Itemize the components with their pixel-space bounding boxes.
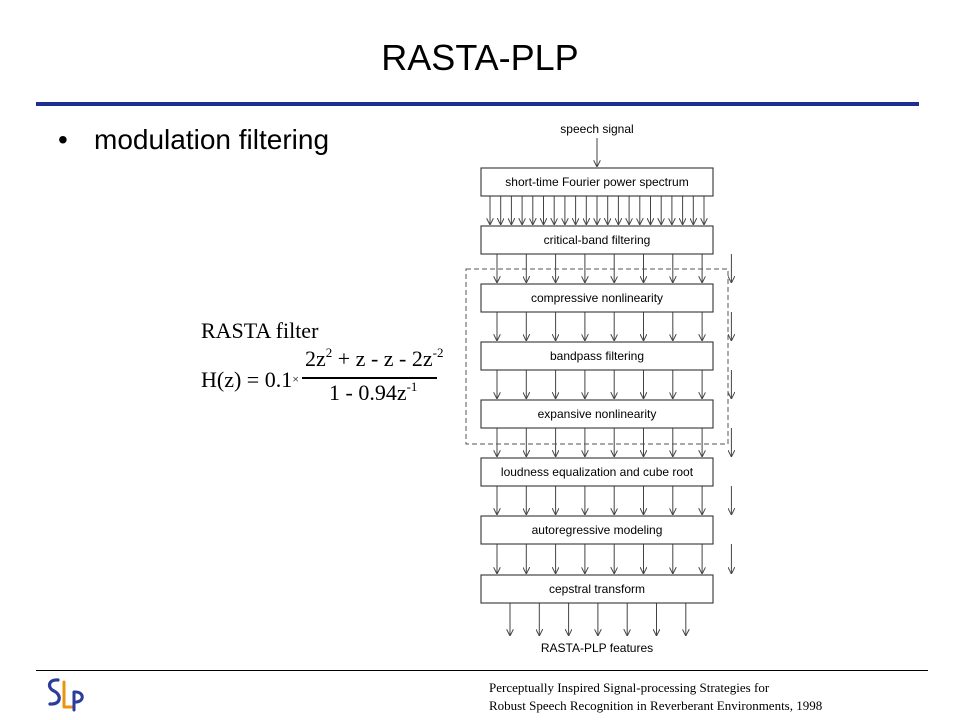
stage-autoregressive-modeling: autoregressive modeling (480, 515, 714, 545)
stage-expansive-nonlinearity: expansive nonlinearity (480, 399, 714, 429)
stage-stft-power-spectrum: short-time Fourier power spectrum (480, 167, 714, 197)
footer-reference-line-2: Robust Speech Recognition in Reverberant… (489, 698, 823, 713)
stage-label: loudness equalization and cube root (501, 465, 694, 479)
slide-title: RASTA-PLP (381, 37, 579, 78)
footer-reference: Perceptually Inspired Signal-processing … (489, 679, 959, 715)
stage-cepstral-transform: cepstral transform (480, 574, 714, 604)
input-label: speech signal (560, 122, 633, 136)
formula-lhs: H(z) = 0.1× (201, 367, 299, 392)
rasta-filter-formula: H(z) = 0.1× 2z2 + z - z - 2z-2 1 - 0.94z… (198, 345, 443, 407)
diagram-boxes: short-time Fourier power spectrum critica… (480, 167, 714, 604)
rasta-processing-group (465, 268, 729, 445)
rasta-plp-block-diagram: short-time Fourier power spectrum critica… (465, 122, 740, 655)
times-sign: × (292, 372, 299, 386)
stage-label: short-time Fourier power spectrum (505, 175, 688, 189)
stage-label: cepstral transform (549, 582, 645, 596)
output-label: RASTA-PLP features (541, 641, 653, 655)
bullet-marker: • (58, 124, 68, 155)
footer-reference-line-1: Perceptually Inspired Signal-processing … (489, 680, 770, 695)
stage-bandpass-filtering: bandpass filtering (480, 341, 714, 371)
stage-label: expansive nonlinearity (538, 407, 657, 421)
stage-critical-band-filtering: critical-band filtering (480, 225, 714, 255)
stage-loudness-equalization: loudness equalization and cube root (480, 457, 714, 487)
title-rule (36, 102, 919, 106)
slp-logo (47, 678, 84, 712)
diagram-arrows (490, 138, 731, 636)
formula-numerator: 2z2 + z - z - 2z-2 (305, 345, 444, 371)
stage-label: critical-band filtering (544, 233, 651, 247)
stage-label: autoregressive modeling (532, 523, 663, 537)
stage-label: compressive nonlinearity (531, 291, 663, 305)
stage-label: bandpass filtering (550, 349, 644, 363)
formula-label: RASTA filter (201, 318, 319, 343)
stage-compressive-nonlinearity: compressive nonlinearity (480, 283, 714, 313)
bullet-text: modulation filtering (94, 124, 330, 155)
fraction-bar (302, 377, 437, 379)
formula-denominator: 1 - 0.94z-1 (329, 379, 418, 405)
footer-rule (36, 670, 928, 671)
